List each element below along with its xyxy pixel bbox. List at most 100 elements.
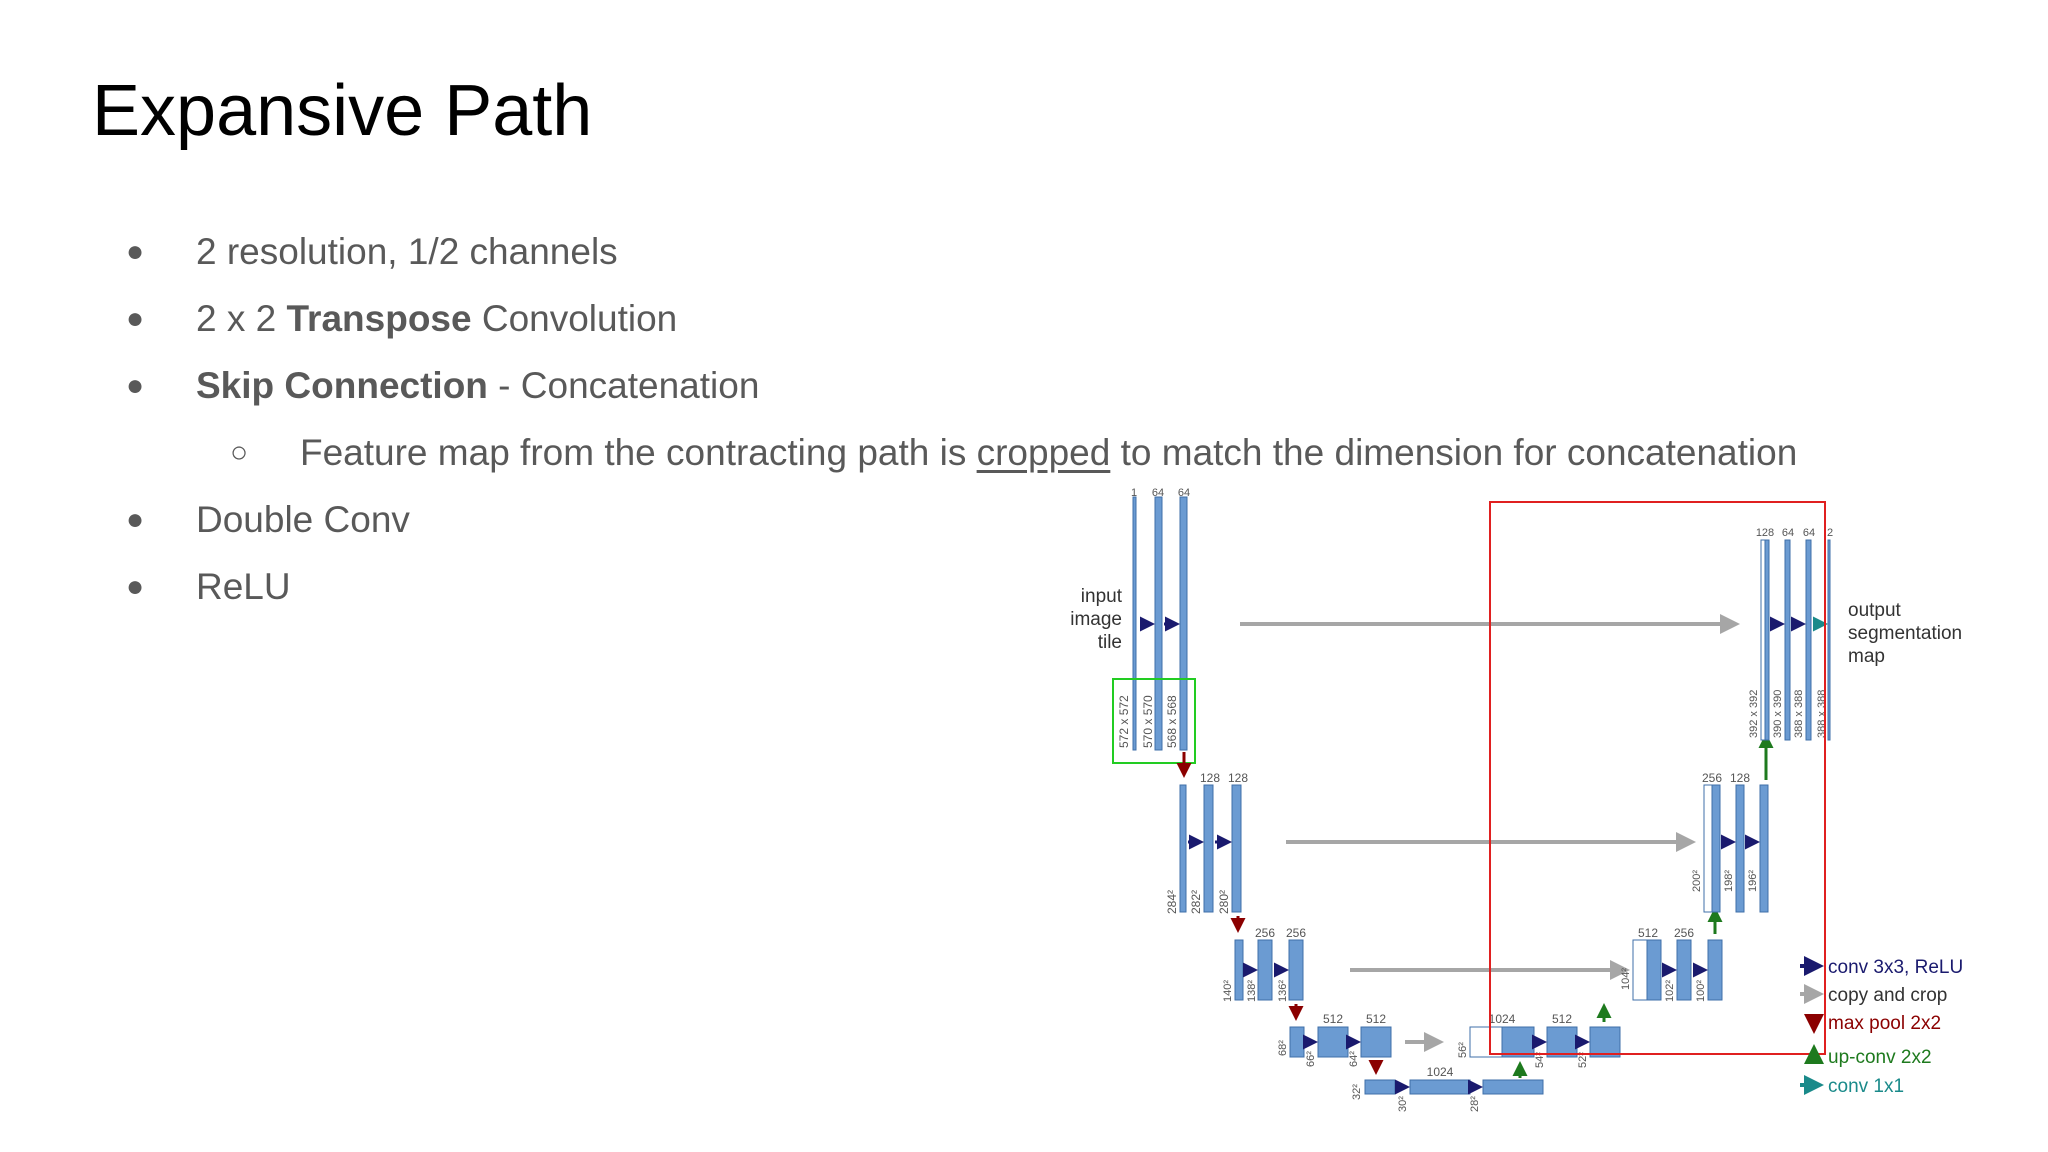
dim-label: 56² [1457,1042,1469,1058]
feature-block [1764,539,1770,741]
feature-block [1759,784,1769,913]
dim-label: 30² [1397,1096,1409,1112]
bullet-text: ReLU [196,566,291,607]
dim-label: 52² [1577,1052,1589,1068]
bullet-item: ● ReLU [126,568,291,605]
feature-block [1179,784,1187,913]
bullet-dot-icon: ● [126,234,145,268]
bullet-dot-icon: ● [126,569,145,603]
feature-block [1711,784,1721,913]
dim-label: 392 x 392 [1748,690,1760,738]
dim-label: 388 x 388 [1793,690,1805,738]
feature-block-cropped [1632,939,1648,1001]
channel-label: 64 [1152,487,1164,499]
feature-block [1735,784,1745,913]
dim-label: 282² [1189,890,1203,914]
bullet-text: 2 resolution, 1/2 channels [196,231,618,272]
channel-label: 128 [1228,771,1248,785]
bullet-text: Double Conv [196,499,410,540]
channel-label: 256 [1702,771,1722,785]
level2-right-blocks [1703,784,1769,913]
output-label: output [1848,600,1902,621]
bullet-item: ● 2 resolution, 1/2 channels [126,233,618,270]
highlight-green-box [1112,678,1196,764]
channel-label: 256 [1255,926,1275,940]
level1-left-blocks [1132,496,1188,751]
legend: conv 3x3, ReLU copy and crop max pool 2x… [1800,956,1963,1097]
channel-label: 512 [1552,1012,1572,1026]
feature-block [1288,939,1304,1001]
feature-block [1646,939,1662,1001]
channel-label: 128 [1200,771,1220,785]
channel-label: 64 [1178,487,1190,499]
bullet-dot-icon: ● [126,301,145,335]
feature-block [1360,1026,1392,1058]
input-label: tile [1098,632,1122,653]
feature-block [1784,539,1791,741]
legend-label: up-conv 2x2 [1828,1047,1932,1068]
legend-label: conv 1x1 [1828,1076,1904,1097]
feature-block [1132,496,1137,751]
dim-label: 198² [1723,870,1735,892]
dim-label: 102² [1664,980,1676,1002]
dim-label: 136² [1277,980,1289,1002]
bullet-item: ● 2 x 2 Transpose Convolution [126,300,677,337]
feature-block-cropped [1469,1026,1503,1058]
feature-block [1234,939,1244,1001]
input-label: image [1070,609,1122,630]
dim-label: 138² [1246,980,1258,1002]
feature-block [1364,1079,1396,1095]
dim-label: 200² [1691,870,1703,892]
bullet-dot-icon: ● [126,368,145,402]
feature-block [1501,1026,1535,1058]
dim-label: 66² [1305,1051,1317,1067]
bullet-item: ● Skip Connection - Concatenation [126,367,759,404]
channel-label: 1024 [1427,1065,1454,1079]
feature-block [1805,539,1812,741]
dim-label: 568 x 568 [1165,695,1179,748]
sub-bullet-text: Feature map from the contracting path is… [300,432,1798,473]
feature-block [1231,784,1242,913]
dim-label: 28² [1469,1096,1481,1112]
legend-label: conv 3x3, ReLU [1828,957,1963,978]
feature-block [1827,539,1831,741]
level2-left-blocks [1179,784,1242,913]
legend-label: max pool 2x2 [1828,1013,1941,1034]
channel-label: 128 [1756,527,1774,539]
channel-label: 1 [1131,487,1137,499]
dim-label: 64² [1348,1051,1360,1067]
channel-label: 2 [1827,527,1833,539]
bullet-item: ● Double Conv [126,501,410,538]
channel-label: 512 [1366,1012,1386,1026]
channel-label: 64 [1803,527,1815,539]
dim-label: 572 x 572 [1117,695,1131,748]
level1-right-blocks [1760,539,1831,741]
dim-label: 570 x 570 [1141,695,1155,748]
channel-label: 128 [1730,771,1750,785]
dim-label: 196² [1747,870,1759,892]
channel-label: 64 [1782,527,1794,539]
level3-left-blocks [1234,939,1304,1001]
dim-label: 54² [1534,1052,1546,1068]
feature-block [1154,496,1163,751]
dim-label: 284² [1165,890,1179,914]
bullet-circle-icon: ○ [230,435,249,469]
feature-block [1203,784,1214,913]
feature-block [1289,1026,1305,1058]
bullet-text: Skip Connection - Concatenation [196,365,760,406]
highlight-red-box [1489,501,1826,1055]
dim-label: 388 x 388 [1816,690,1828,738]
bullet-dot-icon: ● [126,502,145,536]
dim-label: 390 x 390 [1772,690,1784,738]
feature-block [1257,939,1273,1001]
level4-left-blocks [1289,1026,1392,1058]
feature-block-cropped [1703,784,1713,913]
bottleneck-blocks [1364,1079,1544,1095]
channel-label: 512 [1638,926,1658,940]
feature-block [1317,1026,1349,1058]
channel-label: 1024 [1489,1012,1516,1026]
feature-block [1482,1079,1544,1095]
level3-right-blocks [1632,939,1723,1001]
dim-label: 68² [1277,1040,1289,1056]
feature-block [1409,1079,1471,1095]
